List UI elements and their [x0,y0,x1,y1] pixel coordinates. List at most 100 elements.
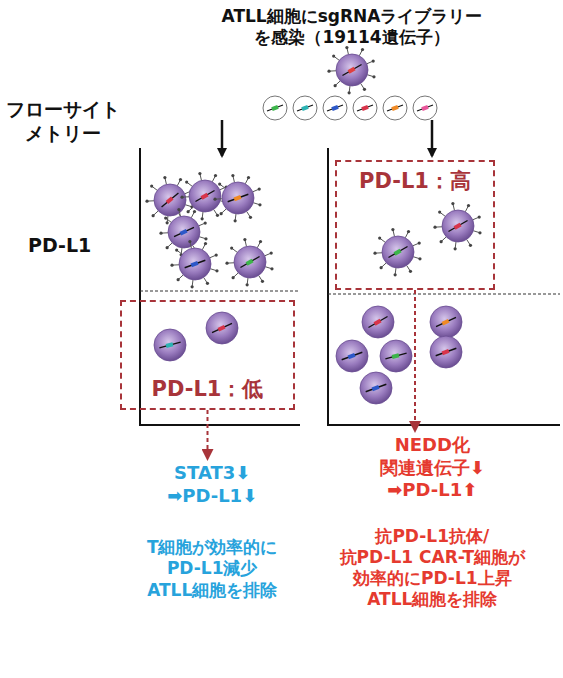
pdl1-dot [180,196,183,199]
sgrna-line [212,323,232,332]
pdl1-dot [170,264,173,267]
cell [225,238,273,286]
pdl1-dot [164,216,167,219]
cell [360,372,392,404]
sgrna-line [448,221,467,232]
cell-part [417,105,433,111]
axis-label: PD-L1 [28,234,91,258]
cell-body [234,246,266,278]
pdl1-dot [378,236,381,239]
node-heading: PD-L1：低 [152,376,264,402]
pdl1-dot [373,252,376,255]
pdl1-dot [166,246,169,249]
sgrna-mark [191,263,198,265]
node-body: T細胞が効率的に PD-L1減少 ATLL細胞を排除 [144,537,281,601]
pdl1-dot [372,59,375,62]
pdl1-dot [409,270,412,273]
pdl1-dot [204,242,207,245]
pdl1-dot [249,216,252,219]
pdl1-dot [418,257,421,260]
cell [336,340,368,372]
pdl1-dot [218,182,221,185]
cell-body [382,236,414,268]
cell-body [336,54,368,86]
pdl1-dot [231,174,234,177]
cell-body [336,340,368,372]
pdl1-dot [327,70,330,73]
pdl1-dot [433,226,436,229]
sgrna-mark [202,195,208,199]
sgrna-line [162,193,179,207]
sgrna-line [342,352,363,360]
pdl1-dot [451,202,454,205]
cell-part [272,107,278,109]
pdl1-dot [230,246,233,249]
pdl1-dot [469,244,472,247]
cell-body [179,248,211,280]
pdl1-dot [363,88,366,91]
sgrna-mark [455,225,461,229]
pdl1-dot [440,240,443,243]
pdl1-dot [145,200,148,203]
pdl1-dot [216,214,219,217]
node-heading: STAT3⬇ ➡PD-L1⬇ [144,462,281,507]
pdl1-dot [407,230,410,233]
pdl1-dot [380,266,383,269]
pdl1-dot [478,231,481,234]
pdl1-dot [150,184,153,187]
pdl1-dot [234,219,237,222]
sgrna-mark [375,321,381,325]
sgrna-mark [372,387,379,389]
pdl1-dot [467,204,470,207]
node-heading: NEDD化 関連遺伝子⬇ ➡PD-L1⬆ [336,434,528,502]
pdl1-dot [372,75,375,78]
sgrna-mark [234,197,241,199]
cell-part [413,96,437,120]
sgrna-line [388,247,407,258]
cell-body [360,372,392,404]
cell [373,228,421,276]
cell-part [327,105,343,111]
cell-body [154,329,186,361]
sgrna-mark [247,261,253,265]
gate-box: PD-L1：高 [335,160,495,290]
cell-group [145,46,481,404]
dashed-arrow [414,290,416,431]
pdl1-dot [177,278,180,281]
pdl1-dot [232,276,235,279]
cell-body [189,180,221,212]
cell [430,306,462,338]
cell-body [362,306,394,338]
cell-part [357,105,373,111]
gate-box: PD-L1：低 [120,300,295,410]
sgrna-line [342,65,361,76]
pdl1-dot [246,283,249,286]
sgrna-line [228,194,249,202]
title: ATLL細胞にsgRNAライブラリー を感染（19114遺伝子） [222,6,483,49]
pdl1-dot [152,214,155,217]
sgrna-mark [395,251,401,255]
sgrna-line [436,348,457,356]
pdl1-dot [204,221,207,224]
cell-body [430,336,462,368]
cell-body [222,182,254,214]
cell-part [383,96,407,120]
pdl1-dot [188,240,191,243]
pdl1-dot [454,247,457,250]
sgrna-mark [442,321,448,324]
sgrna-virus [263,96,287,120]
cell [180,172,228,220]
pdl1-dot [391,228,394,231]
pdl1-dot [225,262,228,265]
pdl1-dot [247,176,250,179]
sgrna-mark [167,198,172,202]
pdl1-dot [261,280,264,283]
pdl1-dot [206,282,209,285]
pdl1-dot [193,210,196,213]
pdl1-dot [361,48,364,51]
pdl1-dot [204,237,207,240]
sgrna-virus [353,96,377,120]
cell-part [422,107,428,109]
pdl1-dot [213,198,216,201]
